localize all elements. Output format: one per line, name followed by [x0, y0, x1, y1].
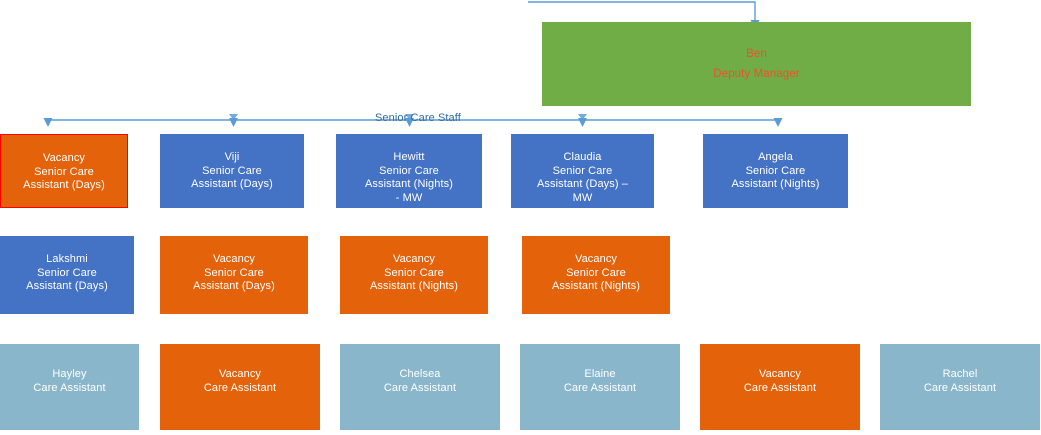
node-row1-4-text: Angela Senior Care Assistant (Nights): [731, 151, 820, 190]
node-row1-0-text: Vacancy Senior Care Assistant (Days): [23, 152, 105, 191]
node-row3-0[interactable]: Hayley Care Assistant: [0, 344, 139, 430]
node-row3-1-text: Vacancy Care Assistant: [203, 368, 277, 394]
node-row3-2[interactable]: Chelsea Care Assistant: [340, 344, 500, 430]
node-row3-2-text: Chelsea Care Assistant: [383, 368, 457, 394]
node-row3-5-text: Rachel Care Assistant: [923, 368, 997, 394]
node-row1-2[interactable]: Hewitt Senior Care Assistant (Nights) - …: [336, 134, 482, 208]
node-row2-2[interactable]: Vacancy Senior Care Assistant (Nights): [340, 236, 488, 314]
node-row3-4-text: Vacancy Care Assistant: [743, 368, 817, 394]
node-row3-3[interactable]: Elaine Care Assistant: [520, 344, 680, 430]
node-row2-2-text: Vacancy Senior Care Assistant (Nights): [370, 253, 458, 292]
node-row2-0[interactable]: Lakshmi Senior Care Assistant (Days): [0, 236, 134, 314]
node-row1-3[interactable]: Claudia Senior Care Assistant (Days) – M…: [511, 134, 654, 208]
node-row2-3-text: Vacancy Senior Care Assistant (Nights): [552, 253, 640, 292]
node-row1-0[interactable]: Vacancy Senior Care Assistant (Days): [0, 134, 128, 208]
node-row2-1[interactable]: Vacancy Senior Care Assistant (Days): [160, 236, 308, 314]
node-deputy-manager[interactable]: Ben Deputy Manager: [542, 22, 971, 106]
node-row1-3-text: Claudia Senior Care Assistant (Days) – M…: [536, 151, 629, 204]
node-row3-4[interactable]: Vacancy Care Assistant: [700, 344, 860, 430]
node-row2-0-text: Lakshmi Senior Care Assistant (Days): [26, 253, 108, 292]
node-row3-3-text: Elaine Care Assistant: [563, 368, 637, 394]
node-row1-2-text: Hewitt Senior Care Assistant (Nights) - …: [365, 151, 453, 204]
node-row1-1-text: Viji Senior Care Assistant (Days): [191, 151, 273, 190]
node-row2-3[interactable]: Vacancy Senior Care Assistant (Nights): [522, 236, 670, 314]
node-deputy-manager-text: Ben Deputy Manager: [713, 48, 800, 80]
node-row1-1[interactable]: Viji Senior Care Assistant (Days): [160, 134, 304, 208]
branch-label-senior-care-staff: Senior Care Staff: [375, 112, 461, 124]
node-row3-0-text: Hayley Care Assistant: [33, 368, 106, 394]
node-row2-1-text: Vacancy Senior Care Assistant (Days): [193, 253, 275, 292]
node-row1-4[interactable]: Angela Senior Care Assistant (Nights): [703, 134, 848, 208]
node-row3-1[interactable]: Vacancy Care Assistant: [160, 344, 320, 430]
node-row3-5[interactable]: Rachel Care Assistant: [880, 344, 1040, 430]
